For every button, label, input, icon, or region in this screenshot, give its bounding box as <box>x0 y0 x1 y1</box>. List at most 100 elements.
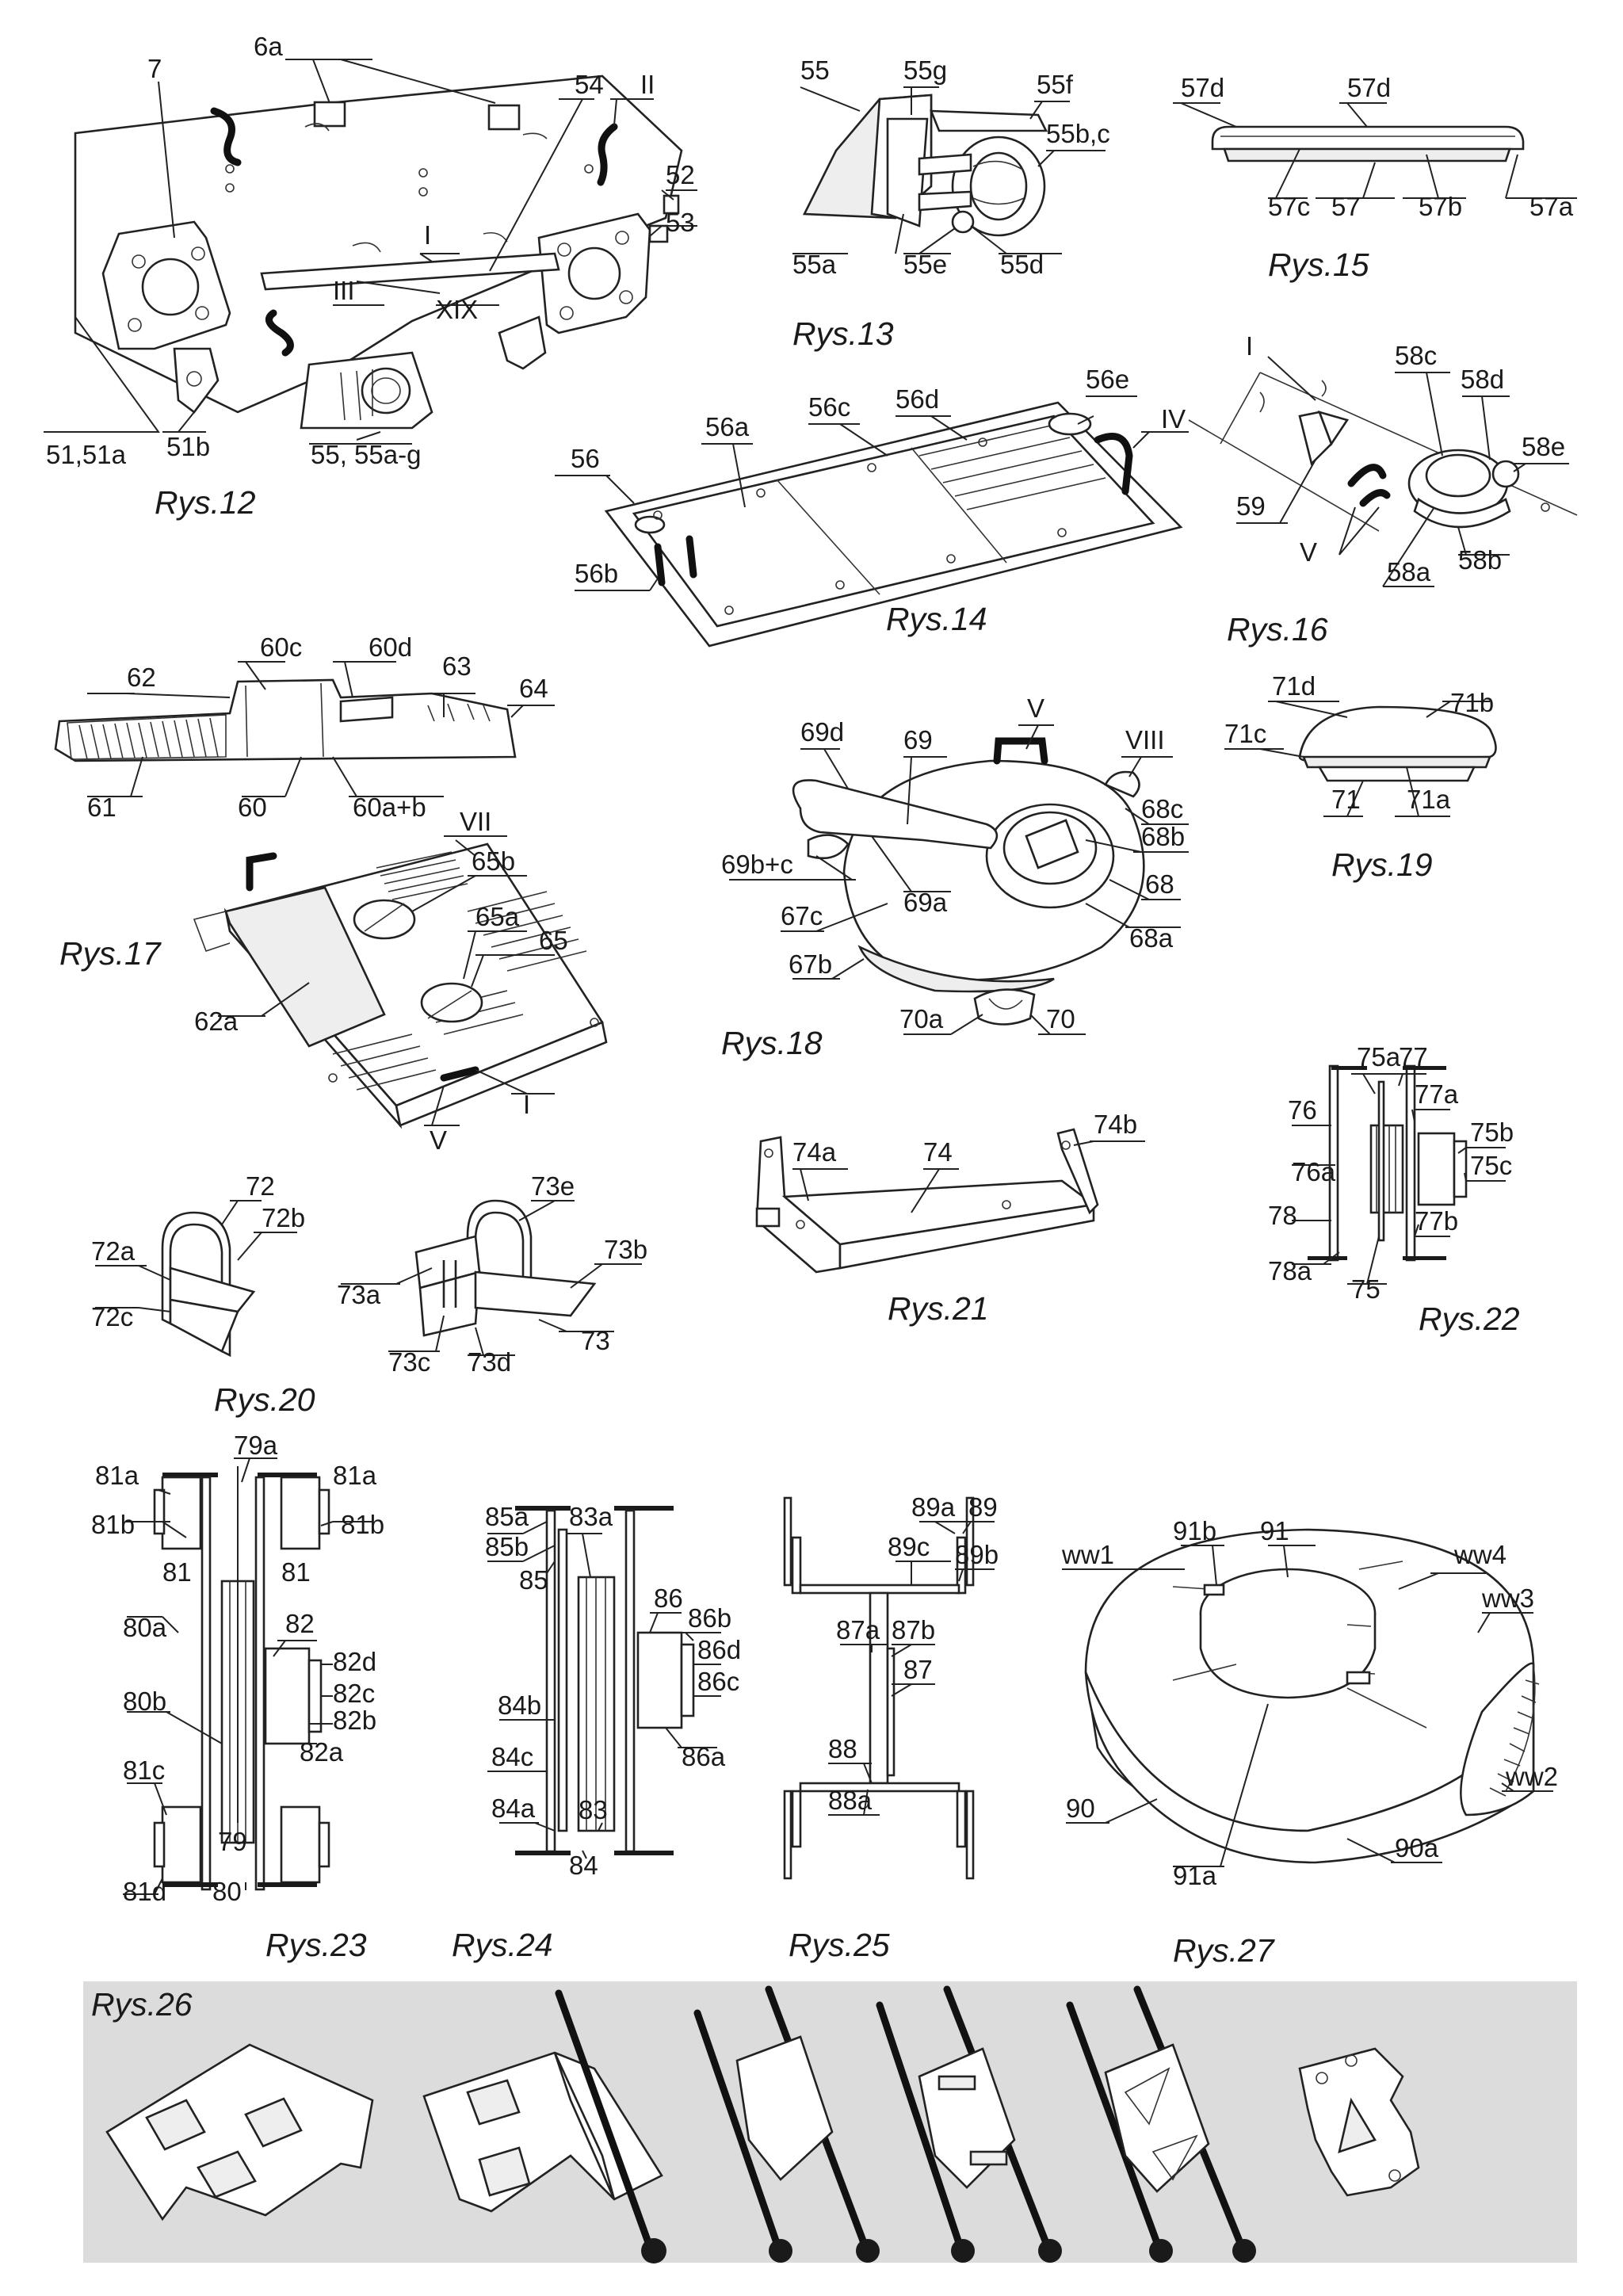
caption-rys16: Rys.16 <box>1227 611 1328 648</box>
caption-rys21: Rys.21 <box>888 1290 989 1327</box>
label-69: 69 <box>903 725 933 755</box>
caption-rys14: Rys.14 <box>886 601 987 637</box>
label-57c: 57c <box>1268 192 1310 221</box>
label-81a-right: 81a <box>333 1461 377 1490</box>
label-72b: 72b <box>262 1203 305 1232</box>
label-74a: 74a <box>792 1137 837 1167</box>
label-I-fig17: I <box>523 1090 530 1119</box>
label-ww2: ww2 <box>1505 1762 1558 1791</box>
label-81b-left: 81b <box>91 1510 135 1539</box>
label-85a: 85a <box>485 1502 529 1531</box>
fig17-engine-cover-side <box>54 661 555 797</box>
fig26-step4 <box>876 1985 1062 2263</box>
label-56e: 56e <box>1086 365 1129 394</box>
label-90: 90 <box>1066 1794 1095 1823</box>
label-83a: 83a <box>569 1502 613 1531</box>
label-85b: 85b <box>485 1532 529 1561</box>
fig27-wheel <box>1062 1528 1553 1867</box>
label-54: 54 <box>575 70 604 99</box>
label-69d: 69d <box>800 717 844 747</box>
label-81-left: 81 <box>162 1557 192 1587</box>
label-81a-left: 81a <box>95 1461 139 1490</box>
caption-rys24: Rys.24 <box>452 1927 553 1963</box>
label-77: 77 <box>1399 1042 1428 1072</box>
label-84: 84 <box>569 1851 598 1880</box>
label-69a: 69a <box>903 888 948 917</box>
label-51-51a: 51,51a <box>46 440 127 469</box>
label-VII: VII <box>460 807 491 836</box>
label-79a: 79a <box>234 1431 278 1460</box>
label-77b: 77b <box>1415 1206 1458 1236</box>
label-65: 65 <box>539 926 568 955</box>
caption-rys17: Rys.17 <box>59 935 162 972</box>
label-82d: 82d <box>333 1647 376 1676</box>
label-58a: 58a <box>1387 557 1431 586</box>
label-6a: 6a <box>254 32 283 61</box>
label-56c: 56c <box>808 392 850 422</box>
label-73b: 73b <box>604 1235 647 1264</box>
label-76a: 76a <box>1292 1157 1336 1186</box>
fig26-step5 <box>1066 1985 1256 2263</box>
label-75: 75 <box>1351 1274 1381 1304</box>
label-91b: 91b <box>1173 1516 1216 1545</box>
fig15-plate <box>1173 102 1577 199</box>
label-89b: 89b <box>955 1540 999 1569</box>
fig17-engine-deck <box>193 835 608 1129</box>
label-I-fig16: I <box>1246 331 1253 361</box>
label-55d: 55d <box>1000 250 1044 279</box>
label-73d: 73d <box>468 1347 511 1377</box>
label-65b: 65b <box>472 846 515 876</box>
label-60d: 60d <box>369 632 412 662</box>
label-56: 56 <box>571 444 600 473</box>
label-V-fig16: V <box>1300 537 1317 567</box>
label-57d-b: 57d <box>1347 73 1391 102</box>
label-89c: 89c <box>888 1532 930 1561</box>
label-62: 62 <box>127 663 156 692</box>
label-62a: 62a <box>194 1007 239 1036</box>
label-82: 82 <box>285 1609 315 1638</box>
label-56d: 56d <box>896 384 939 414</box>
label-55e: 55e <box>903 250 947 279</box>
label-V-fig18: V <box>1027 693 1044 723</box>
label-71b: 71b <box>1450 688 1494 717</box>
fig26-step3 <box>693 1985 880 2263</box>
label-84b: 84b <box>498 1690 541 1720</box>
label-73c: 73c <box>388 1347 430 1377</box>
label-58e: 58e <box>1522 432 1565 461</box>
fig13-assembly <box>792 86 1106 254</box>
label-60a-b: 60a+b <box>353 793 426 822</box>
caption-rys22: Rys.22 <box>1419 1301 1520 1337</box>
label-58d: 58d <box>1461 365 1504 394</box>
label-III: III <box>333 276 355 305</box>
label-55a: 55a <box>792 250 837 279</box>
label-V-fig17: V <box>430 1125 447 1155</box>
label-73a: 73a <box>337 1280 381 1309</box>
label-61: 61 <box>87 793 116 822</box>
label-82b: 82b <box>333 1706 376 1735</box>
label-55: 55 <box>800 55 830 85</box>
fig22-wheel-section <box>1292 1064 1506 1285</box>
fig21-bracket <box>755 1128 1145 1274</box>
label-88a: 88a <box>828 1786 873 1815</box>
label-71: 71 <box>1331 785 1361 814</box>
label-57a: 57a <box>1529 192 1574 221</box>
fig26-panel <box>83 1981 1577 2264</box>
label-I: I <box>424 220 431 250</box>
label-74b: 74b <box>1094 1110 1137 1139</box>
label-86: 86 <box>654 1584 683 1613</box>
label-90a: 90a <box>1395 1833 1439 1862</box>
label-87: 87 <box>903 1655 933 1684</box>
label-65a: 65a <box>475 902 520 931</box>
label-II: II <box>640 70 655 99</box>
label-53: 53 <box>666 208 695 237</box>
caption-rys25: Rys.25 <box>789 1927 890 1963</box>
label-74: 74 <box>923 1137 953 1167</box>
label-80b: 80b <box>123 1687 166 1716</box>
label-86a: 86a <box>682 1742 726 1771</box>
label-51b: 51b <box>166 432 210 461</box>
label-71a: 71a <box>1407 785 1451 814</box>
label-ww1: ww1 <box>1061 1540 1114 1569</box>
label-85: 85 <box>519 1565 548 1595</box>
fig25-bracket-section <box>783 1496 995 1880</box>
